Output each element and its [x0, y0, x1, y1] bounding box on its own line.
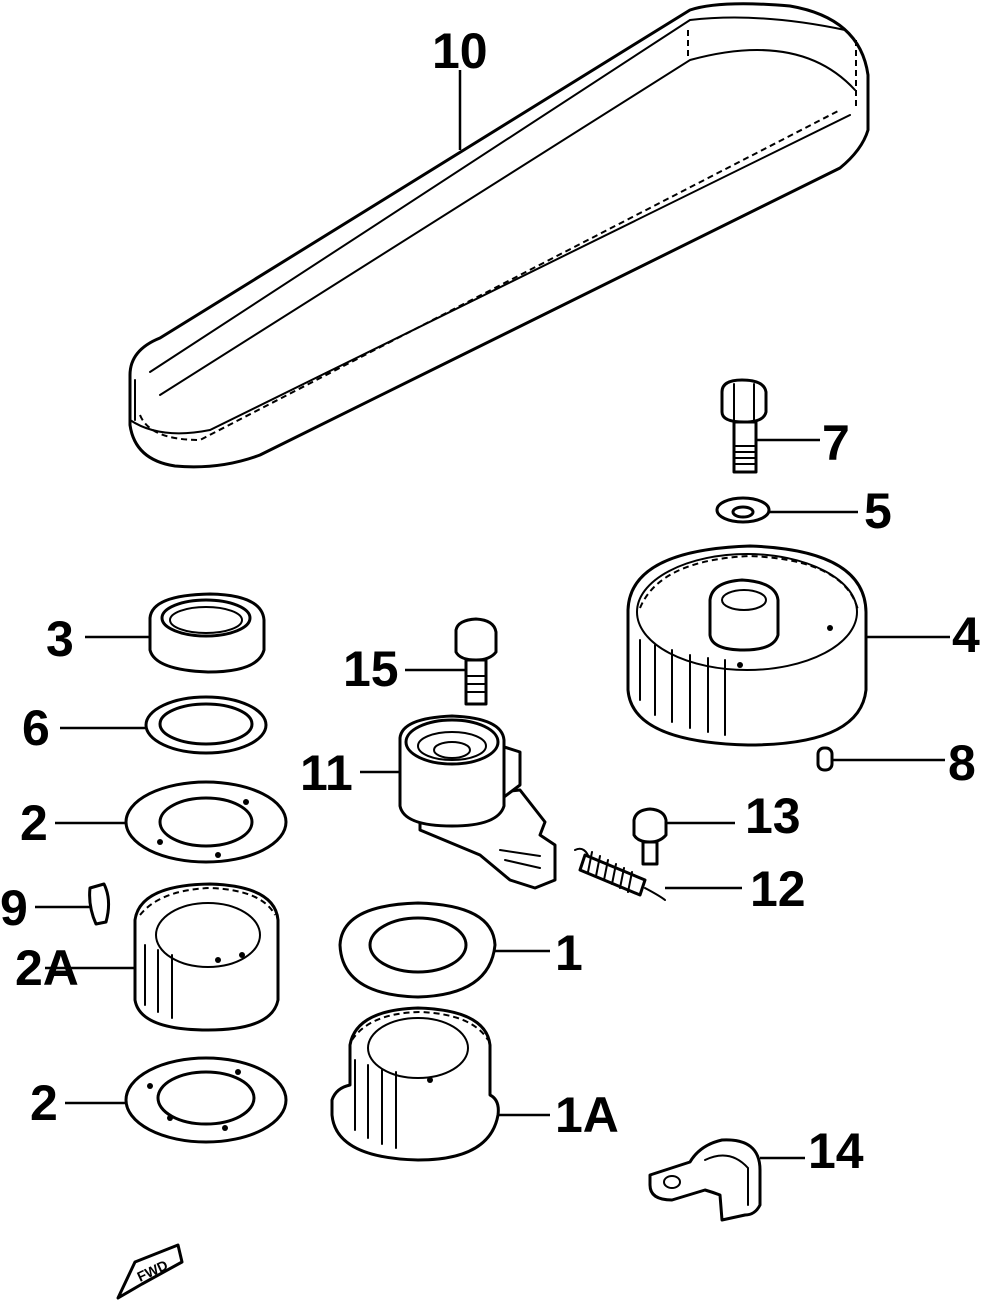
callout-2a: 1 [555, 925, 583, 981]
callout-7: 7 [822, 415, 850, 471]
lock-nut [148, 592, 266, 674]
stud-bolt [632, 807, 668, 866]
tensioner-assembly [398, 714, 557, 890]
callout-11: 11 [300, 745, 353, 801]
hose-clamp [648, 1138, 762, 1222]
callout-13: 13 [745, 788, 801, 844]
callout-3: 3 [46, 611, 74, 667]
callout-6: 6 [22, 700, 50, 756]
pulley-plate-upper [124, 780, 288, 864]
flange-bolt [454, 617, 498, 706]
callout-2-lower: 2 [30, 1075, 58, 1131]
woodruff-key [88, 882, 111, 926]
callout-15: 15 [343, 641, 399, 697]
tension-spring [574, 847, 666, 901]
callout-4: 4 [952, 607, 980, 663]
camshaft-pulley [626, 544, 868, 747]
washer [715, 496, 771, 524]
pulley-1a [330, 1006, 500, 1162]
callout-1a: 1A [555, 1087, 619, 1143]
pulley-plate-lower [124, 1056, 288, 1144]
callout-labels: 10 7 5 4 8 3 15 6 11 2 13 12 9 1 2A 2 1A… [0, 23, 980, 1179]
callout-9: 9 [0, 880, 28, 936]
callout-2-upper: 2 [20, 795, 48, 851]
callout-8: 8 [948, 735, 976, 791]
pulley-plate-2a [338, 901, 497, 999]
callout-10: 10 [432, 23, 488, 79]
leader-lines [35, 70, 950, 1160]
crank-pulley [133, 882, 280, 1032]
dowel-pin [816, 746, 834, 772]
thin-ring [144, 695, 268, 755]
callout-14: 14 [808, 1123, 864, 1179]
callout-1: 2A [15, 940, 79, 996]
timing-belt [128, 2, 870, 469]
hex-bolt [720, 378, 768, 474]
front-direction-arrow: FWD [116, 1243, 184, 1300]
callout-5: 5 [864, 483, 892, 539]
callout-12: 12 [750, 861, 806, 917]
